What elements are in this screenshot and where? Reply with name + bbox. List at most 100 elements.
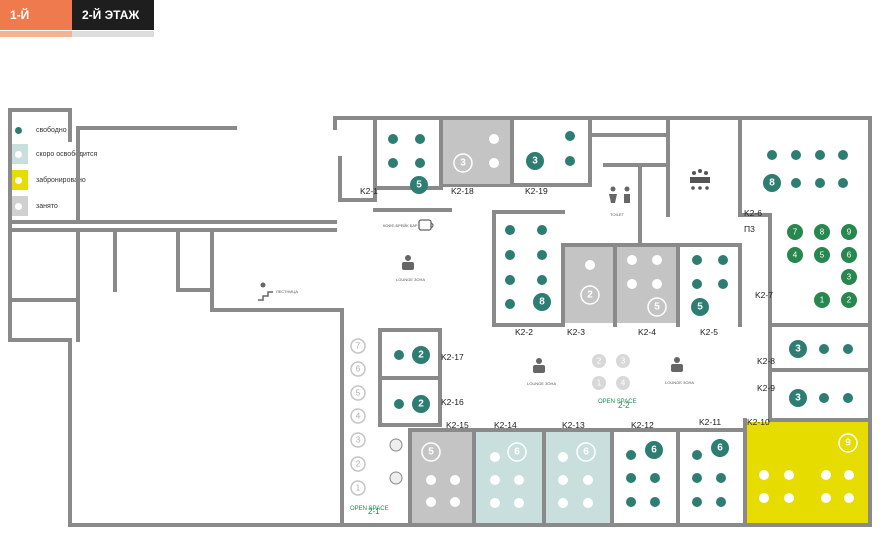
legend-soon: скоро освободится — [8, 144, 97, 164]
svg-text:2: 2 — [587, 290, 593, 301]
room-k2-4-fill — [617, 247, 676, 323]
room-label-k2-2: K2-2 — [515, 327, 533, 337]
tab-floor-1[interactable]: 1-Й ЭТАЖ — [0, 0, 72, 52]
room-k2-15-badge[interactable]: 5 — [421, 442, 441, 462]
room-k2-19-badge[interactable]: 3 — [526, 152, 544, 170]
room-label-k2-13: K2-13 — [562, 420, 585, 430]
legend-busy-swatch — [8, 196, 28, 216]
room-labels: K2-1 K2-18 K2-19 K2-6 П3 K2-2 K2-3 K2-4 … — [360, 186, 775, 430]
room-k2-5-badge[interactable]: 5 — [691, 298, 709, 316]
room-k2-17-badge[interactable]: 2 — [412, 346, 430, 364]
svg-text:3: 3 — [795, 393, 801, 404]
svg-text:6: 6 — [514, 447, 520, 458]
room-k2-6-badge[interactable]: 8 — [763, 174, 781, 192]
svg-text:3: 3 — [460, 158, 466, 169]
svg-text:3: 3 — [795, 344, 801, 355]
svg-text:5: 5 — [697, 302, 703, 313]
svg-text:2: 2 — [847, 296, 852, 305]
room-label-k2-11: K2-11 — [699, 417, 721, 427]
room-label-k2-18: K2-18 — [451, 186, 474, 196]
lounge-icon — [402, 255, 414, 270]
svg-text:2: 2 — [597, 357, 602, 366]
open-space-2-1-number: 2-1 — [368, 507, 380, 516]
legend-booked: забронировано — [8, 170, 86, 190]
svg-text:2: 2 — [356, 460, 361, 469]
room-k2-9-badge[interactable]: 3 — [789, 389, 807, 407]
svg-text:2: 2 — [418, 350, 424, 361]
legend-free-label: свободно — [36, 126, 67, 134]
svg-text:3: 3 — [621, 357, 626, 366]
room-k2-7-seats[interactable]: 7 8 9 4 5 6 3 1 2 — [787, 224, 857, 308]
legend-busy-label: занято — [36, 202, 58, 210]
svg-text:4: 4 — [793, 251, 798, 260]
svg-text:6: 6 — [356, 365, 361, 374]
room-k2-16-badge[interactable]: 2 — [412, 395, 430, 413]
room-k2-8-badge[interactable]: 3 — [789, 340, 807, 358]
coffee-break-label: КОФЕ-БРЕЙК БАР — [383, 223, 418, 228]
legend-soon-swatch — [8, 144, 28, 164]
meeting-icon — [690, 169, 710, 190]
svg-text:7: 7 — [356, 342, 361, 351]
room-k2-3-badge[interactable]: 2 — [580, 285, 600, 305]
legend-busy: занято — [8, 196, 58, 216]
legend-free: свободно — [8, 120, 67, 140]
room-k2-18-badge[interactable]: 3 — [453, 153, 473, 173]
room-k2-18-fill — [443, 120, 510, 184]
coffee-icon — [418, 219, 434, 231]
open-space-2-2-number: 2-2 — [618, 401, 630, 410]
room-k2-12-badge[interactable]: 6 — [645, 441, 663, 459]
room-label-k2-19: K2-19 — [525, 186, 548, 196]
room-label-k2-16: K2-16 — [441, 397, 464, 407]
open-space-2-1-seats[interactable]: 7 6 5 4 3 2 1 — [350, 338, 366, 496]
open-space-2-2-label: OPEN SPACE — [598, 399, 637, 405]
svg-text:9: 9 — [847, 228, 852, 237]
svg-text:6: 6 — [583, 447, 589, 458]
svg-text:1: 1 — [356, 484, 361, 493]
svg-text:4: 4 — [621, 379, 626, 388]
room-label-k2-7: K2-7 — [755, 290, 773, 300]
toilet-label: TOILET — [610, 212, 624, 217]
svg-text:7: 7 — [793, 228, 798, 237]
room-label-k2-8: K2-8 — [757, 356, 775, 366]
room-k2-13-badge[interactable]: 6 — [576, 442, 596, 462]
legend-booked-label: забронировано — [36, 176, 86, 184]
room-k2-4-badge[interactable]: 5 — [647, 297, 667, 317]
seats: 5 3 3 8 8 2 5 5 7 8 9 4 5 — [388, 131, 858, 508]
tab-underline — [0, 31, 154, 37]
walls — [8, 108, 872, 527]
svg-text:5: 5 — [428, 447, 434, 458]
svg-text:1: 1 — [820, 296, 825, 305]
svg-text:5: 5 — [356, 389, 361, 398]
legend-free-swatch — [8, 120, 28, 140]
room-k2-14-badge[interactable]: 6 — [507, 442, 527, 462]
room-label-k2-15: K2-15 — [446, 420, 469, 430]
printer-icons — [389, 438, 403, 485]
lounge-label-right: LOUNGE ЗОНА — [665, 380, 694, 385]
svg-text:5: 5 — [416, 180, 422, 191]
svg-text:1: 1 — [597, 379, 602, 388]
svg-text:9: 9 — [845, 438, 851, 449]
svg-text:5: 5 — [820, 251, 825, 260]
svg-text:3: 3 — [847, 273, 852, 282]
open-space-2-2-seats[interactable]: 2 3 1 4 — [592, 354, 630, 390]
room-k2-14-fill — [476, 432, 542, 523]
room-label-k2-14: K2-14 — [494, 420, 517, 430]
room-label-k2-6: K2-6 — [744, 208, 762, 218]
svg-text:2: 2 — [418, 399, 424, 410]
room-k2-10-badge[interactable]: 9 — [838, 433, 858, 453]
stairs-icon — [258, 282, 273, 301]
legend-soon-label: скоро освободится — [36, 150, 98, 158]
tab-floor-2[interactable]: 2-Й ЭТАЖ — [72, 0, 154, 30]
room-label-k2-5: K2-5 — [700, 327, 718, 337]
open-space-2-1-label: OPEN SPACE — [350, 506, 389, 512]
room-k2-2-badge[interactable]: 8 — [533, 293, 551, 311]
svg-text:6: 6 — [717, 443, 723, 454]
room-k2-1-badge[interactable]: 5 — [410, 176, 428, 194]
lounge-label-top: LOUNGE ЗОНА — [396, 277, 425, 282]
svg-text:5: 5 — [654, 302, 660, 313]
room-k2-11-badge[interactable]: 6 — [711, 439, 729, 457]
room-k2-13-fill — [546, 432, 610, 523]
svg-text:6: 6 — [847, 251, 852, 260]
room-label-k2-17: K2-17 — [441, 352, 464, 362]
